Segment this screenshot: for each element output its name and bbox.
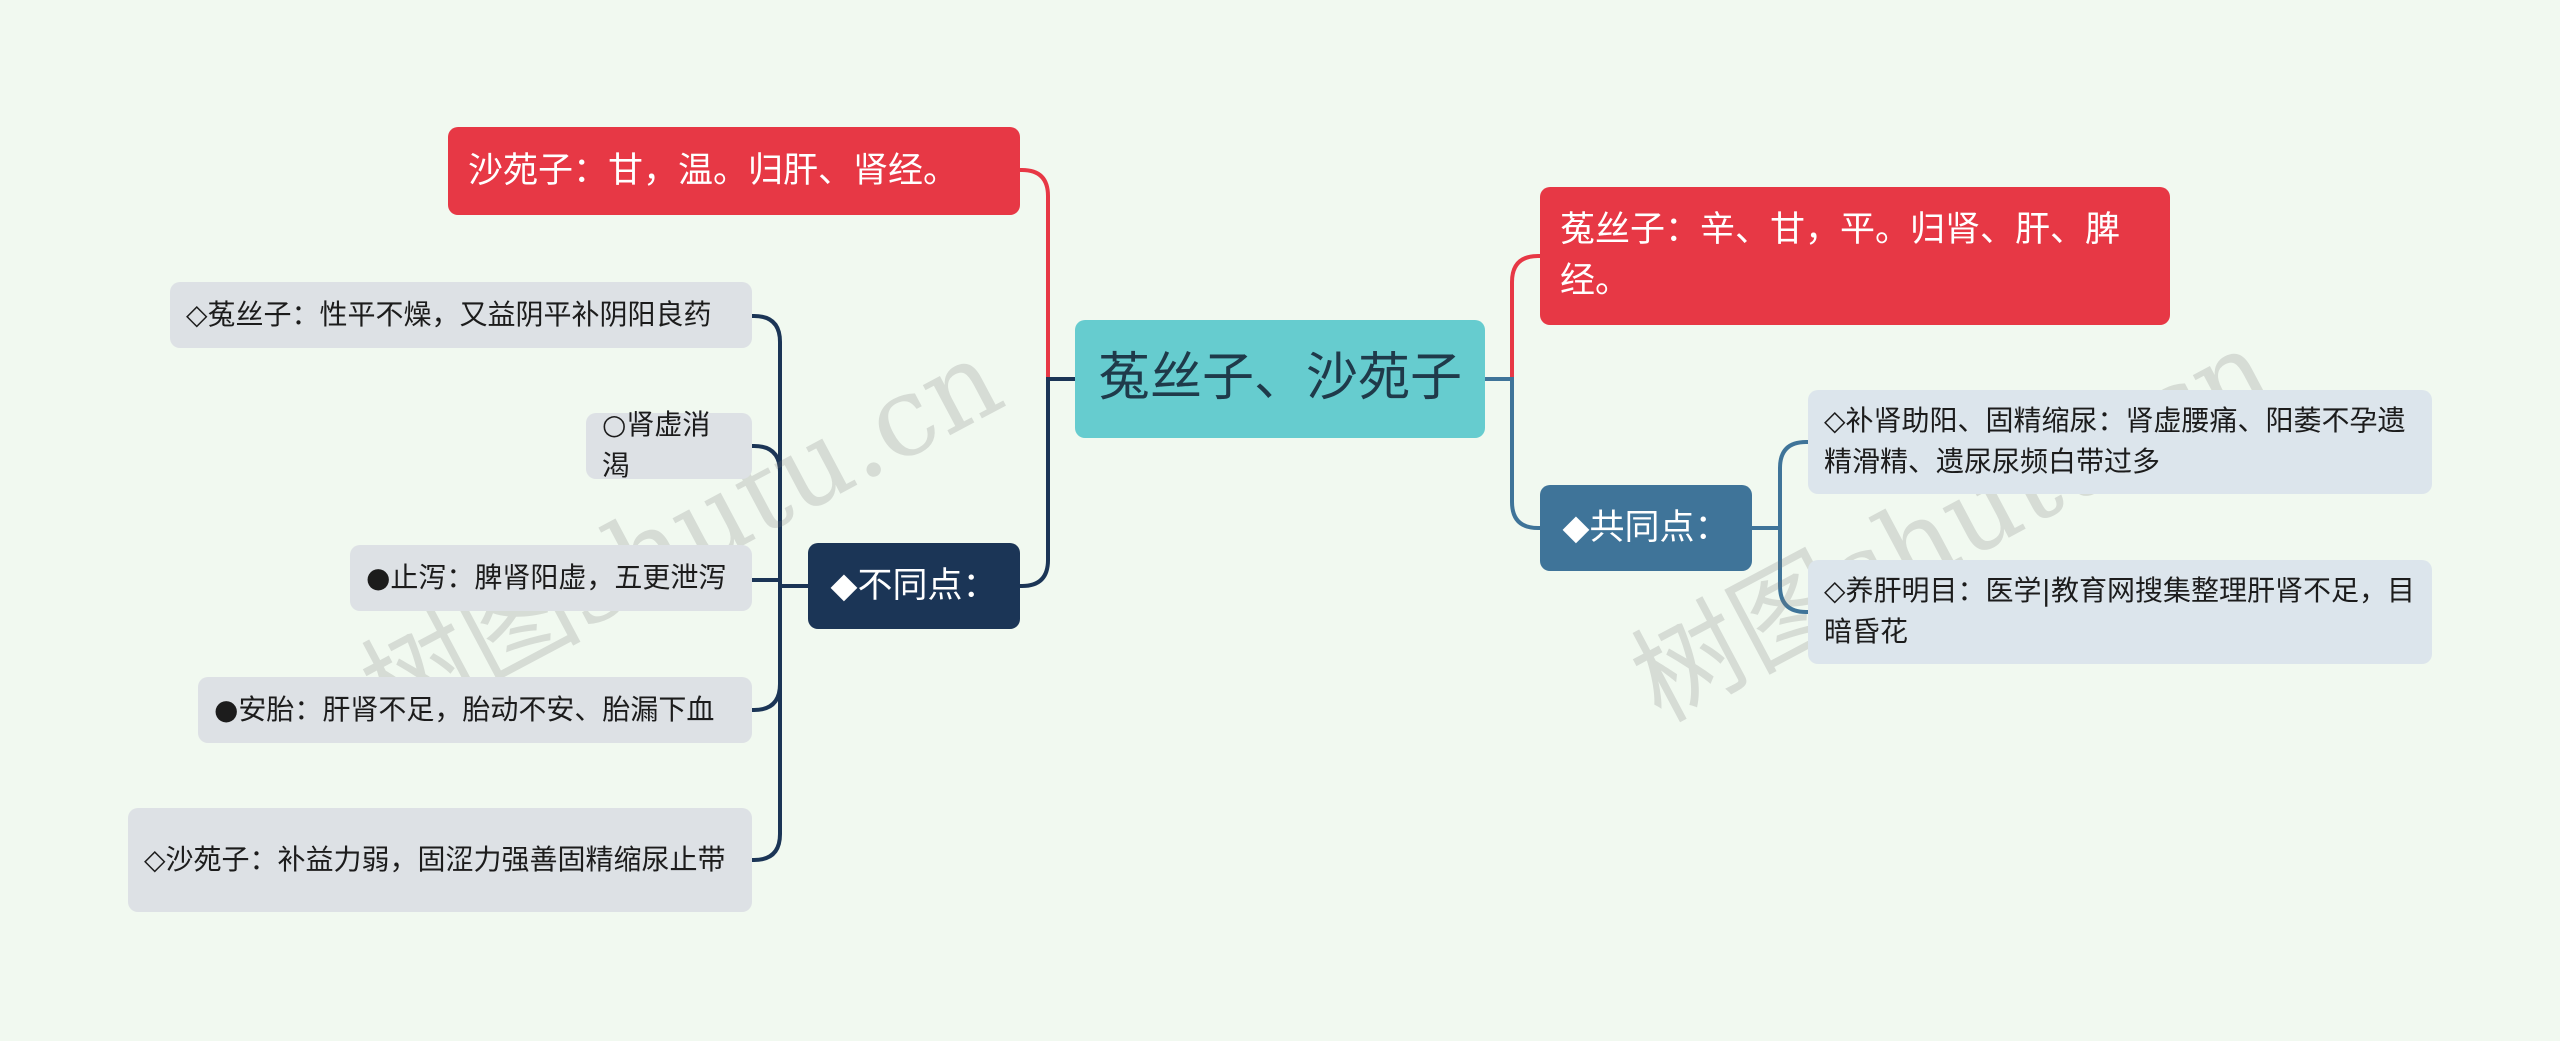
diff-leaf-2-label: ○肾虚消渴 bbox=[602, 408, 711, 482]
common-leaf-2-label: ◇养肝明目：医学|教育网搜集整理肝肾不足，目暗昏花 bbox=[1824, 574, 2415, 648]
common-leaf-1[interactable]: ◇补肾助阳、固精缩尿：肾虚腰痛、阳萎不孕遗精滑精、遗尿尿频白带过多 bbox=[1808, 390, 2432, 494]
link-diff-leaf-5 bbox=[752, 584, 808, 862]
right-top-node[interactable]: 菟丝子：辛、甘，平。归肾、肝、脾经。 bbox=[1540, 187, 2170, 325]
link-root-common bbox=[1485, 377, 1540, 530]
diff-leaf-2[interactable]: ○肾虚消渴 bbox=[586, 408, 752, 482]
diff-leaf-3-label: ●止泻：脾肾阳虚，五更泄泻 bbox=[366, 560, 727, 594]
link-root-diff bbox=[1020, 377, 1075, 588]
common-leaf-2[interactable]: ◇养肝明目：医学|教育网搜集整理肝肾不足，目暗昏花 bbox=[1808, 560, 2432, 664]
diff-leaf-4[interactable]: ●安胎：肝肾不足，胎动不安、胎漏下血 bbox=[198, 677, 752, 743]
link-diff-leaf-2 bbox=[752, 444, 808, 588]
diff-leaf-4-label: ●安胎：肝肾不足，胎动不安、胎漏下血 bbox=[214, 692, 715, 726]
link-root-right-top bbox=[1485, 254, 1540, 381]
common-leaf-1-label: ◇补肾助阳、固精缩尿：肾虚腰痛、阳萎不孕遗精滑精、遗尿尿频白带过多 bbox=[1824, 404, 2406, 478]
link-diff-leaf-1 bbox=[752, 314, 808, 588]
diff-leaf-1[interactable]: ◇菟丝子：性平不燥，又益阴平补阴阳良药 bbox=[170, 282, 752, 348]
root-label: 菟丝子、沙苑子 bbox=[1097, 348, 1462, 409]
link-common-leaf-2 bbox=[1752, 526, 1808, 614]
right-top-label: 菟丝子：辛、甘，平。归肾、肝、脾经。 bbox=[1560, 210, 2121, 301]
left-top-label: 沙苑子：甘，温。归肝、肾经。 bbox=[468, 150, 959, 191]
common-label: ◆共同点： bbox=[1562, 507, 1730, 548]
diff-label: ◆不同点： bbox=[830, 565, 998, 606]
diff-node[interactable]: ◆不同点： bbox=[808, 543, 1020, 629]
diff-leaf-1-label: ◇菟丝子：性平不燥，又益阴平补阴阳良药 bbox=[186, 297, 712, 331]
left-top-node[interactable]: 沙苑子：甘，温。归肝、肾经。 bbox=[448, 127, 1020, 215]
diff-leaf-5[interactable]: ◇沙苑子：补益力弱，固涩力强善固精缩尿止带 bbox=[128, 808, 752, 912]
common-node[interactable]: ◆共同点： bbox=[1540, 485, 1752, 571]
link-common-leaf-1 bbox=[1752, 440, 1808, 530]
diff-leaf-3[interactable]: ●止泻：脾肾阳虚，五更泄泻 bbox=[350, 545, 752, 611]
root-node[interactable]: 菟丝子、沙苑子 bbox=[1075, 320, 1485, 438]
link-root-left-top bbox=[1020, 168, 1075, 381]
diff-leaf-5-label: ◇沙苑子：补益力弱，固涩力强善固精缩尿止带 bbox=[144, 842, 726, 876]
